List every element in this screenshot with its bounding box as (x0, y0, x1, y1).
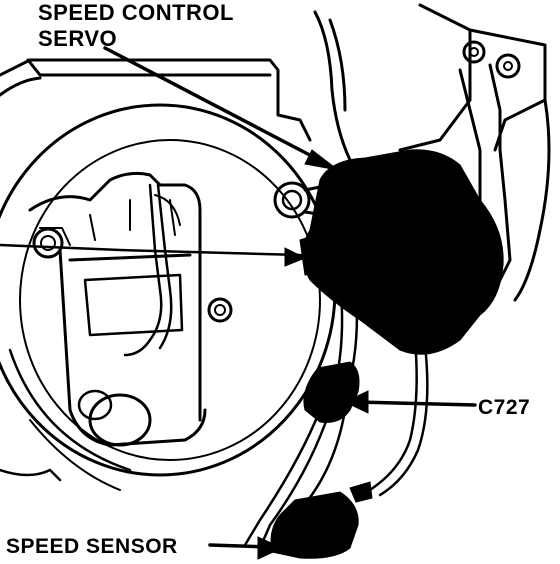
arrowhead-c727 (343, 390, 369, 414)
master-cylinder (28, 171, 233, 447)
arrowhead-servo (304, 149, 339, 171)
servo-label-line1: SPEED CONTROL (38, 0, 234, 25)
firewall-panel (0, 3, 551, 302)
servo-label-line2: SERVO (38, 26, 118, 51)
servo-body (302, 149, 504, 355)
speed-sensor-plug (349, 481, 373, 503)
brake-booster (0, 103, 337, 491)
brake-line (123, 183, 173, 357)
speed-sensor (270, 491, 359, 559)
arrowhead-cable (284, 247, 307, 267)
c727-label: C727 (478, 396, 531, 419)
servo-connector-boss (299, 231, 331, 276)
speed-control-servo-label: SPEED CONTROL SERVO (38, 0, 234, 52)
c727-connector (303, 361, 360, 423)
arrowhead-sensor (257, 536, 284, 560)
speed-sensor-label: SPEED SENSOR (6, 535, 178, 558)
